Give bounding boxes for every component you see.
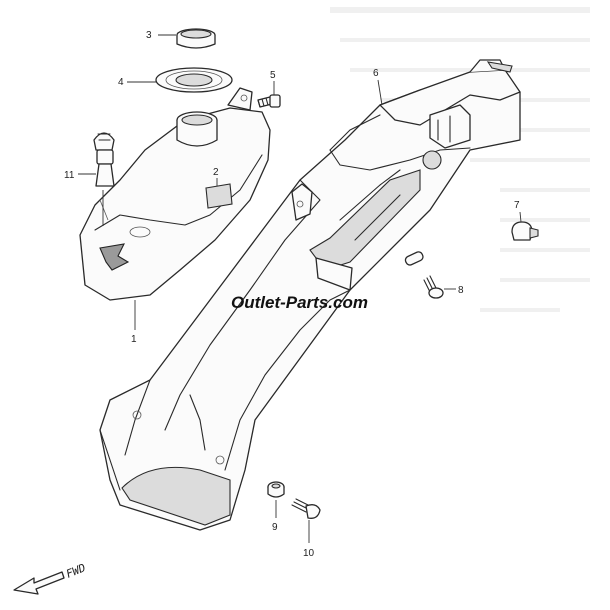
callout-9: 9	[272, 522, 278, 533]
label-part-2	[205, 183, 233, 209]
screw-part-8	[423, 275, 444, 299]
nut-part-9	[267, 481, 285, 498]
bolt-part-10	[291, 498, 321, 519]
callout-11: 11	[64, 170, 75, 181]
callout-10: 10	[303, 548, 315, 559]
callout-2: 2	[213, 167, 219, 178]
leader-lines	[78, 34, 522, 543]
rear-fender-part-6	[99, 59, 521, 531]
fwd-label: FWD	[64, 561, 88, 581]
callout-5: 5	[270, 70, 276, 81]
callout-6: 6	[373, 68, 379, 79]
callout-3: 3	[146, 30, 152, 41]
reservoir-tank-part-1	[79, 87, 271, 301]
forward-direction-indicator: FWD	[13, 561, 88, 595]
diaphragm-part-4	[155, 67, 233, 93]
callout-7: 7	[514, 200, 520, 211]
cap-part-11	[93, 132, 115, 187]
callout-4: 4	[118, 77, 124, 88]
bolt-part-5	[257, 94, 281, 108]
cap-part-3	[176, 28, 216, 49]
callout-1: 1	[131, 334, 137, 345]
forward-arrow-icon	[13, 571, 65, 595]
watermark-text: Outlet-Parts.com	[231, 293, 368, 312]
callout-8: 8	[458, 285, 464, 296]
grommet-part-7	[511, 221, 539, 241]
